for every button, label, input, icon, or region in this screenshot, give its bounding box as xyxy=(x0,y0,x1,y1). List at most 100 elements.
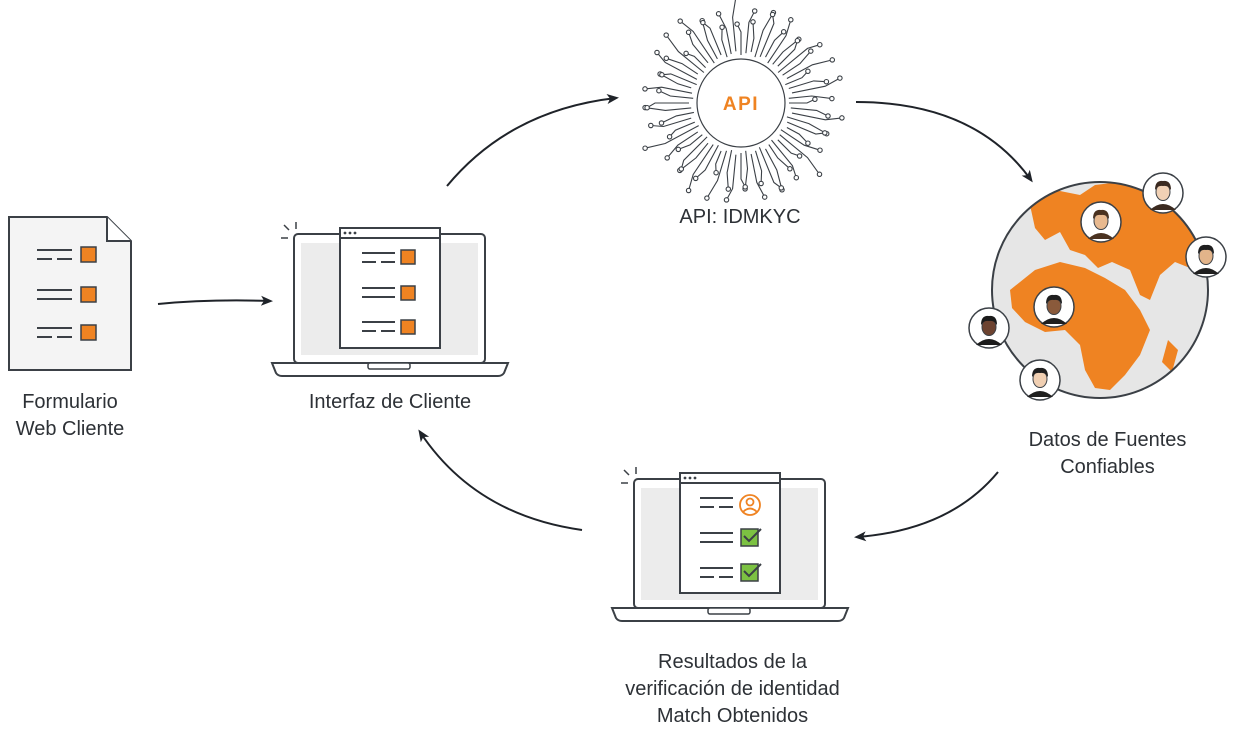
circuit-trace xyxy=(702,22,722,56)
circuit-node xyxy=(666,134,673,140)
circuit-trace xyxy=(789,98,816,104)
circuit-trace xyxy=(772,38,800,65)
circuit-trace xyxy=(688,144,714,191)
circuit-node xyxy=(778,185,785,191)
circuit-node xyxy=(750,19,756,25)
circuit-node xyxy=(816,171,823,178)
circuit-node xyxy=(663,55,670,62)
circuit-node xyxy=(817,41,823,48)
laptop-form-icon xyxy=(270,222,510,377)
circuit-trace xyxy=(754,12,774,58)
circuit-trace xyxy=(758,147,782,189)
circuit-node xyxy=(734,21,740,27)
circuit-trace xyxy=(650,117,692,128)
circuit-trace xyxy=(666,131,699,159)
circuit-trace xyxy=(768,144,791,170)
circuit-node xyxy=(805,68,811,75)
circuit-trace xyxy=(715,150,722,173)
circuit-trace xyxy=(644,86,693,94)
results-label: Resultados de la verificación de identid… xyxy=(625,651,840,727)
circuit-trace xyxy=(740,153,746,188)
circuit-node xyxy=(787,166,793,172)
circuit-trace xyxy=(736,23,742,55)
flow-arrows xyxy=(157,94,1033,542)
circuit-trace xyxy=(777,40,798,67)
circuit-trace xyxy=(644,125,699,149)
circuit-trace xyxy=(685,52,706,68)
circuit-node xyxy=(678,166,685,172)
circuit-node xyxy=(677,18,683,24)
circuit-node xyxy=(758,180,764,187)
arrow-globe-to-results xyxy=(854,471,999,542)
circuit-trace xyxy=(777,44,820,73)
circuit-trace xyxy=(791,112,842,121)
arrow-api-to-globe xyxy=(855,101,1033,183)
circuit-trace xyxy=(666,57,699,75)
laptop-verified-icon xyxy=(610,467,850,622)
circuit-trace xyxy=(790,107,829,117)
circuit-trace xyxy=(750,153,766,198)
circuit-trace xyxy=(661,73,697,86)
circuit-trace xyxy=(786,116,827,135)
circuit-node xyxy=(654,49,660,56)
circuit-node xyxy=(648,122,654,129)
circuit-node xyxy=(822,130,828,136)
circuit-trace xyxy=(669,121,696,138)
trusted-sources-label: Datos de Fuentes Confiables xyxy=(1028,429,1187,478)
person-avatar-icon xyxy=(1019,359,1061,401)
circuit-trace xyxy=(788,80,827,90)
circuit-node xyxy=(659,72,665,78)
circuit-node xyxy=(713,169,719,176)
person-avatar-icon xyxy=(1033,286,1075,328)
circuit-node xyxy=(642,86,648,92)
circuit-node xyxy=(817,147,823,153)
circuit-node xyxy=(794,37,801,44)
user-circle-icon xyxy=(739,494,761,516)
circuit-trace xyxy=(678,134,703,150)
circuit-trace xyxy=(744,150,749,189)
circuit-node xyxy=(658,120,665,126)
circuit-trace xyxy=(791,77,841,94)
circuit-node xyxy=(837,75,843,81)
arrow-results-to-ui xyxy=(418,429,583,531)
person-avatar-icon xyxy=(1080,201,1122,243)
circuit-trace xyxy=(665,34,705,73)
circuit-trace xyxy=(782,50,812,76)
check-box-icon xyxy=(740,528,762,582)
circuit-trace xyxy=(780,129,821,151)
circuit-trace xyxy=(786,59,833,79)
circuit-node xyxy=(704,195,710,201)
circuit-node xyxy=(685,29,692,36)
circuit-trace xyxy=(750,21,755,53)
circuit-trace xyxy=(771,139,797,178)
circuit-node xyxy=(829,57,836,63)
circuit-trace xyxy=(701,20,718,60)
circuit-trace xyxy=(645,107,692,111)
circuit-node xyxy=(700,19,706,26)
circuit-trace xyxy=(786,127,809,144)
person-avatar-icon xyxy=(968,307,1010,349)
circuit-node xyxy=(808,48,814,54)
circuit-node xyxy=(644,104,650,111)
circuit-trace xyxy=(679,20,715,64)
circuit-trace xyxy=(767,19,792,64)
circuit-chip-icon xyxy=(642,0,845,203)
document-form-icon xyxy=(8,216,132,371)
client-ui-label: Interfaz de Cliente xyxy=(308,391,472,413)
circuit-trace xyxy=(726,149,733,190)
arrow-form-to-ui xyxy=(157,295,273,306)
circuit-trace xyxy=(786,121,825,135)
circuit-node xyxy=(823,78,830,85)
circuit-node xyxy=(664,155,670,161)
circuit-node xyxy=(723,197,730,203)
api-label: API: IDMKYC xyxy=(679,206,801,228)
person-avatar-icon xyxy=(1185,236,1227,278)
circuit-node xyxy=(683,50,689,57)
circuit-trace xyxy=(646,102,689,109)
circuit-trace xyxy=(779,134,820,175)
circuit-trace xyxy=(745,10,756,54)
circuit-node xyxy=(725,186,732,192)
arrow-ui-to-api xyxy=(446,94,619,187)
circuit-trace xyxy=(765,148,783,190)
